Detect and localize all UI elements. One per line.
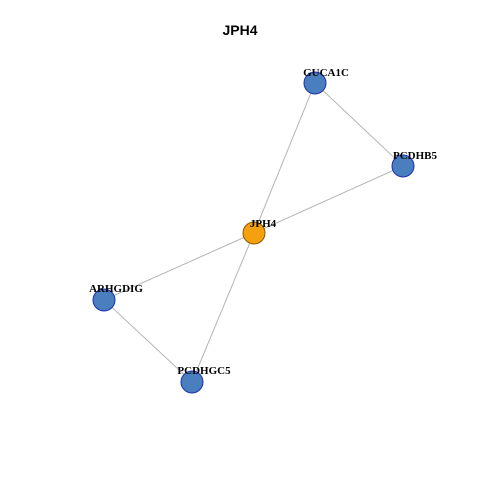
node-label: GUCA1C [303,67,349,79]
node-circle [242,221,266,245]
node-label: JPH4 [250,218,277,230]
edge-pcdhb5-jph4 [253,165,404,234]
node-pcdhgc5: PCDHGC5 [177,365,231,394]
plot-title: JPH4 [222,22,258,38]
node-label: PCDHGC5 [177,365,231,377]
edge-jph4-arhgdig [103,232,255,301]
node-label: ARHGDIG [89,283,143,295]
node-guca1c: GUCA1C [303,67,349,95]
edge-arhgdig-pcdhgc5 [103,299,193,383]
node-circle [92,288,116,312]
node-pcdhb5: PCDHB5 [391,150,438,178]
node-jph4: JPH4 [242,218,277,245]
edge-guca1c-pcdhb5 [314,82,404,167]
node-circle [303,71,327,95]
node-arhgdig: ARHGDIG [89,283,143,312]
edge-guca1c-jph4 [253,82,316,234]
edge-jph4-pcdhgc5 [191,232,255,383]
node-circle [180,370,204,394]
node-circle [391,154,415,178]
edge-layer [103,82,404,383]
node-label: PCDHB5 [393,150,438,162]
